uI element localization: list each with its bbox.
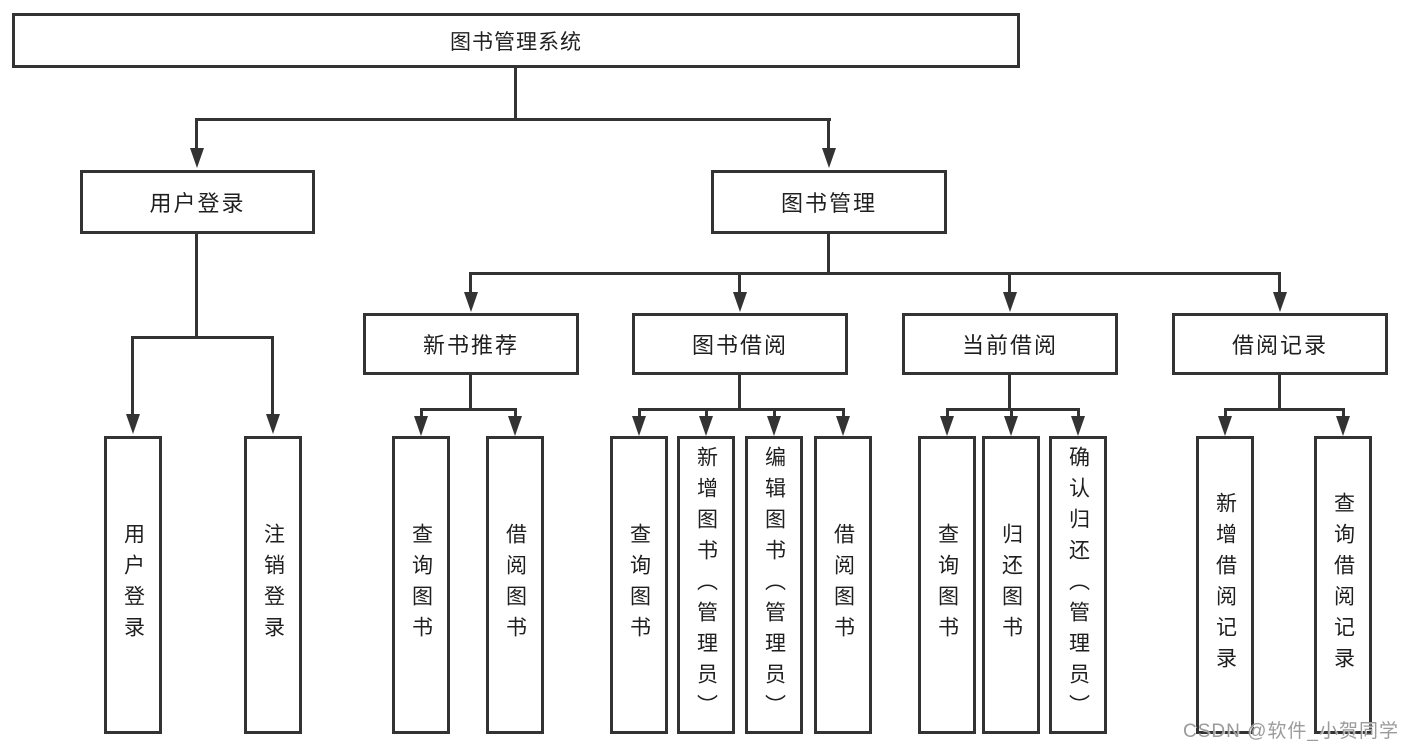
node-book-management: 图书管理 — [711, 170, 947, 234]
node-borrowing-records: 借阅记录 — [1172, 313, 1388, 375]
csdn-watermark: CSDN @软件_小贺同学 — [1183, 721, 1399, 742]
connector-vline — [1278, 272, 1281, 292]
connector-vline — [842, 408, 845, 418]
node-label: 查询图书 — [627, 523, 651, 647]
leaf-return-books: 归还图书 — [982, 436, 1040, 734]
connector-vline — [1342, 408, 1345, 418]
connector-vline — [1008, 272, 1011, 292]
leaf-query-books-1: 查询图书 — [392, 436, 450, 734]
connector-vline — [514, 408, 517, 418]
arrowhead-down-icon — [836, 416, 850, 436]
connector-vline — [514, 68, 517, 118]
leaf-logout: 注销登录 — [244, 436, 302, 734]
connector-vline — [271, 336, 274, 414]
node-label: 借阅记录 — [1231, 333, 1328, 358]
connector-vline — [738, 272, 741, 292]
arrowhead-down-icon — [1218, 416, 1232, 436]
arrowhead-down-icon — [1003, 292, 1017, 312]
node-label: 注销登录 — [261, 523, 285, 647]
connector-vline — [638, 408, 641, 418]
node-label: 借阅图书 — [831, 523, 855, 647]
connector-vline — [705, 408, 708, 418]
connector-vline — [1278, 375, 1281, 408]
arrowhead-down-icon — [266, 414, 280, 434]
arrowhead-down-icon — [822, 148, 836, 168]
leaf-borrow-books-2: 借阅图书 — [814, 436, 872, 734]
leaf-user-login: 用户登录 — [104, 436, 162, 734]
connector-vline — [827, 118, 830, 148]
connector-vline — [738, 375, 741, 408]
connector-hline — [946, 408, 1080, 411]
arrowhead-down-icon — [699, 416, 713, 436]
node-label: 图书借阅 — [691, 333, 788, 358]
connector-hline — [638, 408, 845, 411]
arrowhead-down-icon — [733, 292, 747, 312]
arrowhead-down-icon — [190, 148, 204, 168]
connector-vline — [131, 336, 134, 414]
arrowhead-down-icon — [126, 414, 140, 434]
node-label: 确认归还（管理员） — [1066, 445, 1090, 725]
connector-vline — [469, 272, 472, 292]
node-label: 查询借阅记录 — [1331, 492, 1355, 678]
connector-vline — [469, 375, 472, 408]
node-new-book-recommendation: 新书推荐 — [363, 313, 579, 375]
leaf-query-borrow-record: 查询借阅记录 — [1314, 436, 1372, 734]
leaf-add-books-admin: 新增图书（管理员） — [677, 436, 735, 734]
connector-vline — [773, 408, 776, 418]
connector-vline — [1224, 408, 1227, 418]
node-label: 图书管理系统 — [450, 30, 582, 54]
node-label: 用户登录 — [149, 191, 246, 216]
node-book-borrowing: 图书借阅 — [632, 313, 848, 375]
connector-vline — [1010, 408, 1013, 418]
node-label: 编辑图书（管理员） — [762, 445, 786, 725]
arrowhead-down-icon — [464, 292, 478, 312]
connector-vline — [1077, 408, 1080, 418]
arrowhead-down-icon — [1336, 416, 1350, 436]
node-label: 借阅图书 — [503, 523, 527, 647]
connector-vline — [195, 118, 198, 148]
connector-vline — [420, 408, 423, 418]
leaf-add-borrow-record: 新增借阅记录 — [1196, 436, 1254, 734]
leaf-query-books-2: 查询图书 — [610, 436, 668, 734]
arrowhead-down-icon — [414, 416, 428, 436]
node-label: 新增借阅记录 — [1213, 492, 1237, 678]
leaf-edit-books-admin: 编辑图书（管理员） — [745, 436, 803, 734]
node-label: 新书推荐 — [422, 333, 519, 358]
node-label: 归还图书 — [999, 523, 1023, 647]
arrowhead-down-icon — [508, 416, 522, 436]
node-library-management-system: 图书管理系统 — [12, 13, 1020, 68]
arrowhead-down-icon — [632, 416, 646, 436]
connector-hline — [1224, 408, 1345, 411]
connector-vline — [827, 234, 830, 272]
node-user-login: 用户登录 — [80, 170, 315, 234]
leaf-confirm-return-admin: 确认归还（管理员） — [1049, 436, 1107, 734]
node-label: 查询图书 — [935, 523, 959, 647]
connector-hline — [420, 408, 517, 411]
arrowhead-down-icon — [767, 416, 781, 436]
node-label: 用户登录 — [121, 523, 145, 647]
leaf-query-books-3: 查询图书 — [918, 436, 976, 734]
node-current-borrowing: 当前借阅 — [902, 313, 1118, 375]
node-label: 查询图书 — [409, 523, 433, 647]
arrowhead-down-icon — [940, 416, 954, 436]
leaf-borrow-books-1: 借阅图书 — [486, 436, 544, 734]
arrowhead-down-icon — [1004, 416, 1018, 436]
connector-hline — [195, 118, 831, 121]
connector-vline — [946, 408, 949, 418]
node-label: 当前借阅 — [961, 333, 1058, 358]
connector-hline — [469, 272, 1281, 275]
arrowhead-down-icon — [1071, 416, 1085, 436]
connector-vline — [195, 234, 198, 336]
node-label: 新增图书（管理员） — [694, 445, 718, 725]
node-label: 图书管理 — [780, 191, 877, 216]
connector-hline — [131, 336, 274, 339]
arrowhead-down-icon — [1273, 292, 1287, 312]
connector-vline — [1008, 375, 1011, 408]
